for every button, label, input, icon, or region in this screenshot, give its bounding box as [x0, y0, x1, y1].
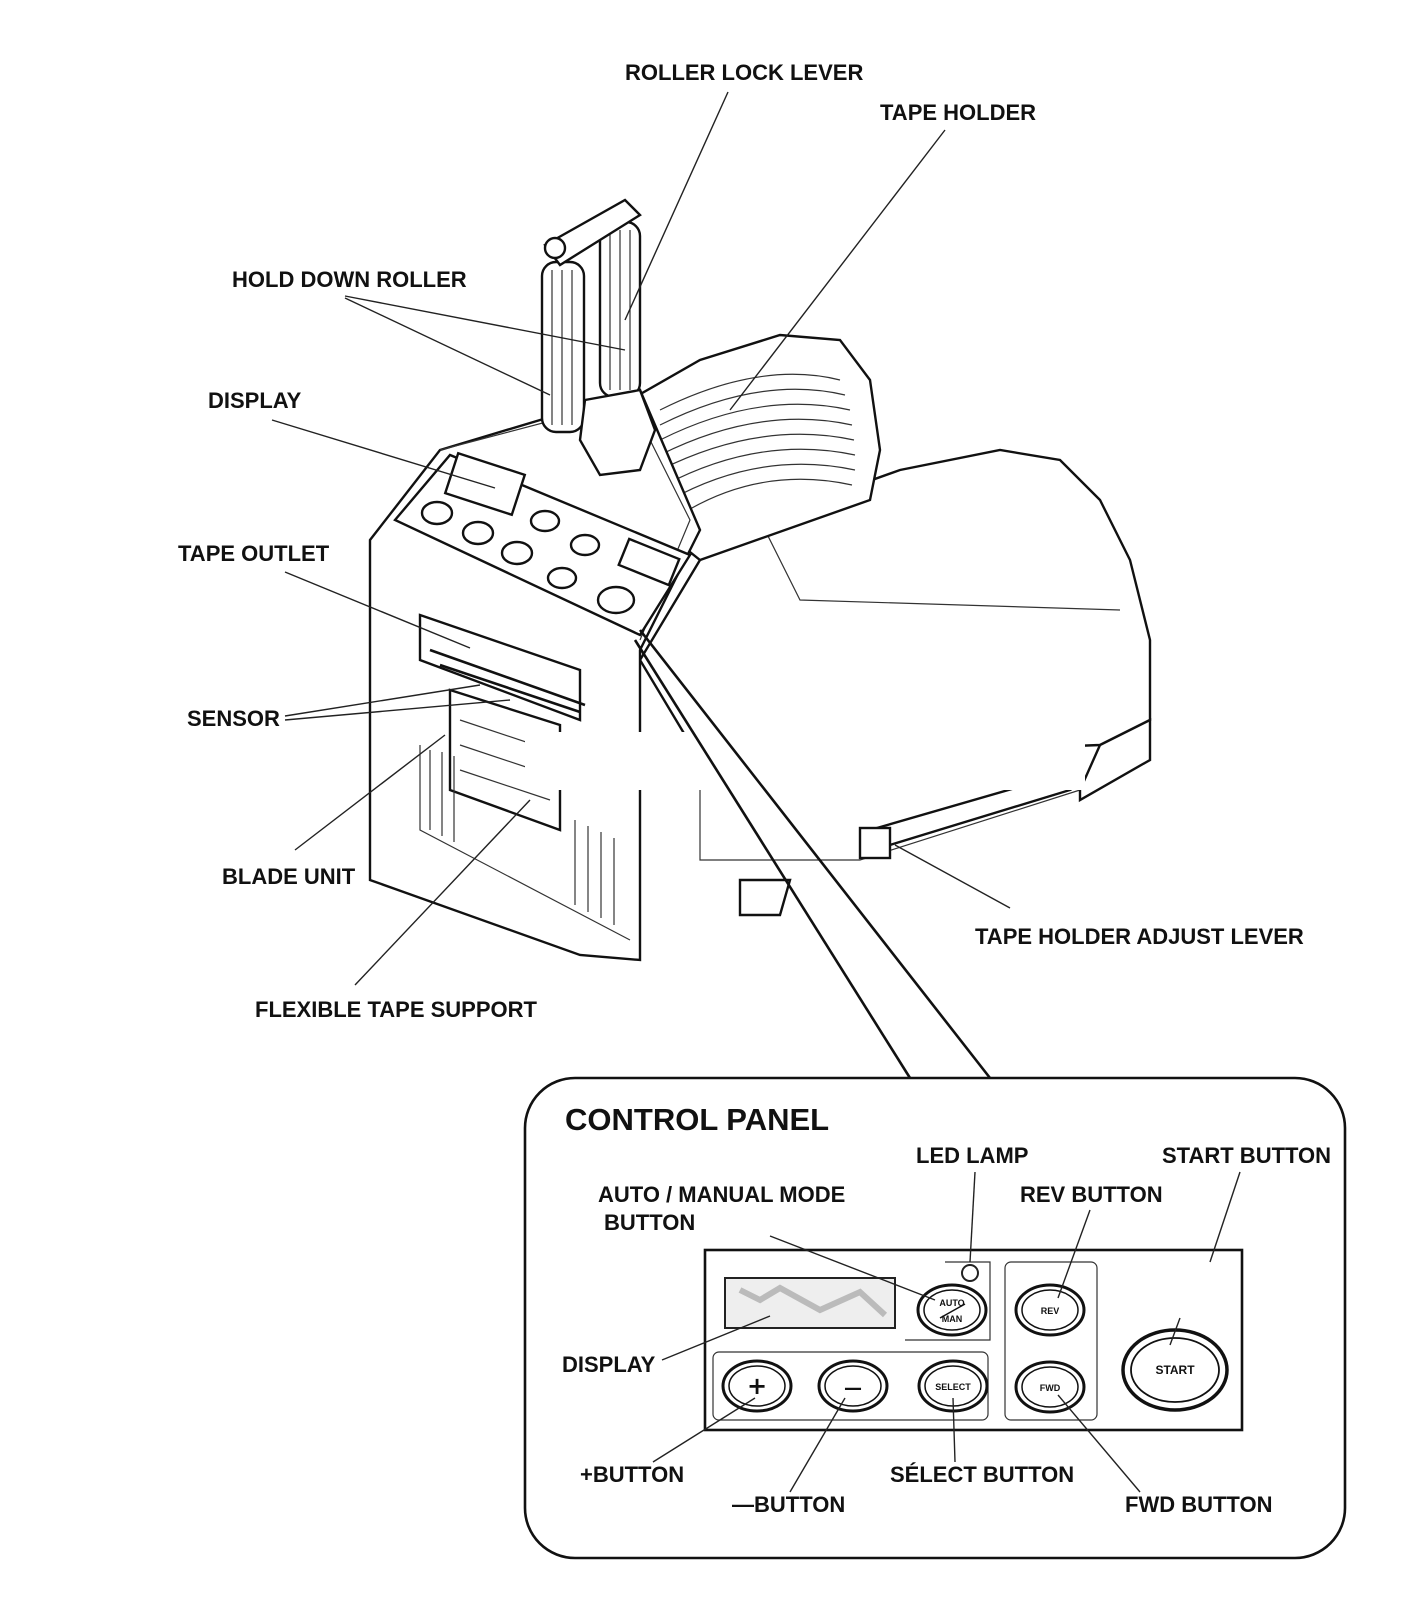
plus-button[interactable]: +: [721, 1359, 793, 1413]
minus-button[interactable]: —: [817, 1359, 889, 1413]
machine-buttons: [420, 500, 681, 615]
start-button-text: START: [1155, 1363, 1195, 1377]
tape-outlet: [418, 613, 582, 722]
leader-lines: [271, 91, 1011, 1079]
hold-down-roller: [540, 198, 657, 477]
control-panel-title: CONTROL PANEL: [565, 1102, 829, 1137]
label-rev-button: REV BUTTON: [1020, 1182, 1163, 1207]
label-roller-lock-lever: ROLLER LOCK LEVER: [625, 60, 863, 85]
minus-icon: —: [844, 1378, 862, 1399]
auto-button-text-bottom: MAN: [942, 1314, 963, 1324]
rev-button[interactable]: REV: [1014, 1283, 1086, 1337]
label-tape-holder: TAPE HOLDER: [880, 100, 1036, 125]
label-select-button: SÉLECT BUTTON: [890, 1462, 1074, 1487]
label-minus-button: —BUTTON: [732, 1492, 845, 1517]
panel-leader-lines: [652, 1171, 1241, 1493]
fwd-button[interactable]: FWD: [1014, 1360, 1086, 1414]
label-sensor: SENSOR: [187, 706, 280, 731]
rev-button-text: REV: [1041, 1306, 1060, 1316]
label-panel-display: DISPLAY: [562, 1352, 656, 1377]
grille: [419, 745, 631, 941]
roller-lock-lever: [578, 388, 657, 477]
select-button[interactable]: SELECT: [917, 1359, 989, 1413]
label-display: DISPLAY: [208, 388, 302, 413]
label-blade-unit: BLADE UNIT: [222, 864, 356, 889]
auto-button-text-top: AUTO: [939, 1298, 964, 1308]
led-lamp: [961, 1264, 979, 1282]
fwd-button-text: FWD: [1040, 1383, 1061, 1393]
auto-manual-button[interactable]: AUTO MAN: [916, 1283, 988, 1337]
dispenser-illustration: [368, 198, 1152, 962]
label-hold-down-roller: HOLD DOWN ROLLER: [232, 267, 467, 292]
select-button-text: SELECT: [935, 1382, 971, 1392]
label-led-lamp: LED LAMP: [916, 1143, 1028, 1168]
label-plus-button: +BUTTON: [580, 1462, 684, 1487]
plus-icon: +: [747, 1372, 767, 1400]
label-tape-holder-adjust-lever: TAPE HOLDER ADJUST LEVER: [975, 924, 1304, 949]
label-fwd-button: FWD BUTTON: [1125, 1492, 1272, 1517]
label-start-button: START BUTTON: [1162, 1143, 1331, 1168]
label-flexible-tape-support: FLEXIBLE TAPE SUPPORT: [255, 997, 538, 1022]
control-panel-inset: CONTROL PANEL LED LAMP START BUTTON AUTO…: [523, 1076, 1347, 1560]
label-tape-outlet: TAPE OUTLET: [178, 541, 330, 566]
auto-arrow-icon: [939, 1303, 966, 1319]
label-auto-manual-line2: BUTTON: [604, 1210, 695, 1235]
start-button[interactable]: START: [1121, 1328, 1229, 1412]
label-auto-manual-line1: AUTO / MANUAL MODE: [598, 1182, 845, 1207]
